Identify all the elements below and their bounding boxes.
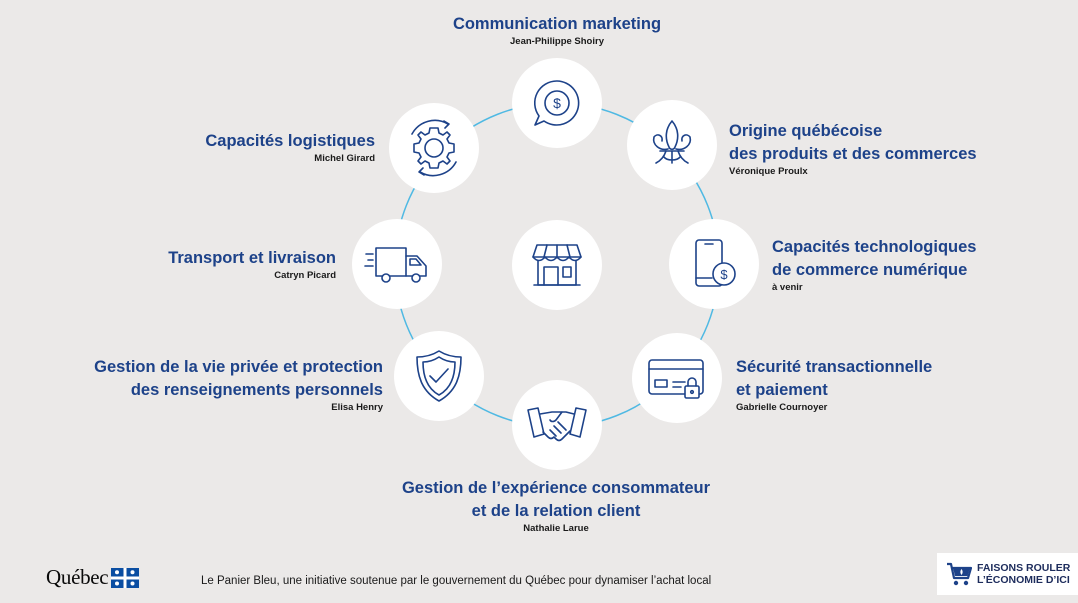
label-experience-consommateur: Gestion de l’expérience consommateur et …	[356, 477, 756, 535]
credit-card-lock-icon	[648, 359, 704, 399]
topic-subtitle: Gabrielle Cournoyer	[736, 402, 828, 413]
topic-title-line2: de commerce numérique	[772, 261, 968, 279]
topic-subtitle: Michel Girard	[314, 153, 375, 164]
shield-check-icon	[416, 350, 462, 402]
topic-title: Capacités technologiques	[772, 238, 977, 256]
footer-caption: Le Panier Bleu, une initiative soutenue …	[201, 575, 712, 587]
delivery-truck-icon	[364, 247, 427, 283]
quebec-logo-text: Québec	[46, 565, 109, 589]
handshake-icon	[527, 407, 587, 442]
topic-title: Origine québécoise	[729, 122, 883, 140]
node-capacites-technologiques: $	[669, 219, 759, 309]
topic-title: Transport et livraison	[168, 249, 336, 267]
chat-dollar-icon: $	[533, 80, 580, 126]
topic-title-line2: et paiement	[736, 381, 828, 399]
node-securite-transactionnelle	[632, 333, 722, 423]
svg-text:$: $	[553, 95, 561, 111]
topic-title-line2: des produits et des commerces	[729, 145, 977, 163]
storefront-icon	[532, 244, 582, 286]
center-node	[512, 220, 602, 310]
fleur-de-lis-icon	[652, 120, 692, 164]
badge-text: FAISONS ROULER L’ÉCONOMIE D’ICI	[977, 562, 1070, 586]
node-vie-privee	[394, 331, 484, 421]
svg-text:$: $	[720, 267, 728, 282]
gear-cycle-icon	[411, 119, 457, 177]
label-securite-transactionnelle: Sécurité transactionnelle et paiement Ga…	[736, 356, 932, 414]
quebec-flag-icon	[111, 567, 140, 588]
topic-title-line2: et de la relation client	[471, 502, 641, 520]
label-communication-marketing: Communication marketing Jean-Philippe Sh…	[407, 13, 707, 48]
topic-title: Sécurité transactionnelle	[736, 358, 933, 376]
shopping-cart-icon	[947, 562, 972, 586]
label-vie-privee: Gestion de la vie privée et protection d…	[53, 356, 383, 414]
node-transport-livraison	[352, 219, 442, 309]
topic-subtitle: Jean-Philippe Shoiry	[510, 36, 604, 47]
topic-subtitle: Catryn Picard	[274, 270, 336, 281]
faisons-rouler-badge: FAISONS ROULER L’ÉCONOMIE D’ICI	[937, 553, 1078, 595]
topic-subtitle: Elisa Henry	[331, 402, 383, 413]
node-origine-quebecoise	[627, 100, 717, 190]
topic-subtitle: Nathalie Larue	[523, 523, 589, 534]
label-transport-livraison: Transport et livraison Catryn Picard	[136, 247, 336, 282]
node-experience-consommateur	[512, 380, 602, 470]
quebec-logo: Québec	[46, 565, 140, 590]
badge-line-1: FAISONS ROULER	[977, 562, 1071, 574]
label-origine-quebecoise: Origine québécoise des produits et des c…	[729, 120, 977, 178]
node-communication-marketing: $	[512, 58, 602, 148]
smartphone-dollar-icon: $	[695, 239, 736, 287]
topic-title-line2: des renseignements personnels	[130, 381, 383, 399]
topic-subtitle: à venir	[772, 282, 803, 293]
topic-title: Gestion de l’expérience consommateur	[401, 479, 711, 497]
node-capacites-logistiques	[389, 103, 479, 193]
badge-line-2: L’ÉCONOMIE D’ICI	[977, 574, 1070, 586]
label-capacites-logistiques: Capacités logistiques Michel Girard	[175, 130, 375, 165]
label-capacites-technologiques: Capacités technologiques de commerce num…	[772, 236, 976, 294]
topic-title: Capacités logistiques	[205, 132, 375, 150]
topic-subtitle: Véronique Proulx	[729, 166, 808, 177]
topic-title: Communication marketing	[452, 15, 662, 33]
topic-title: Gestion de la vie privée et protection	[94, 358, 383, 376]
